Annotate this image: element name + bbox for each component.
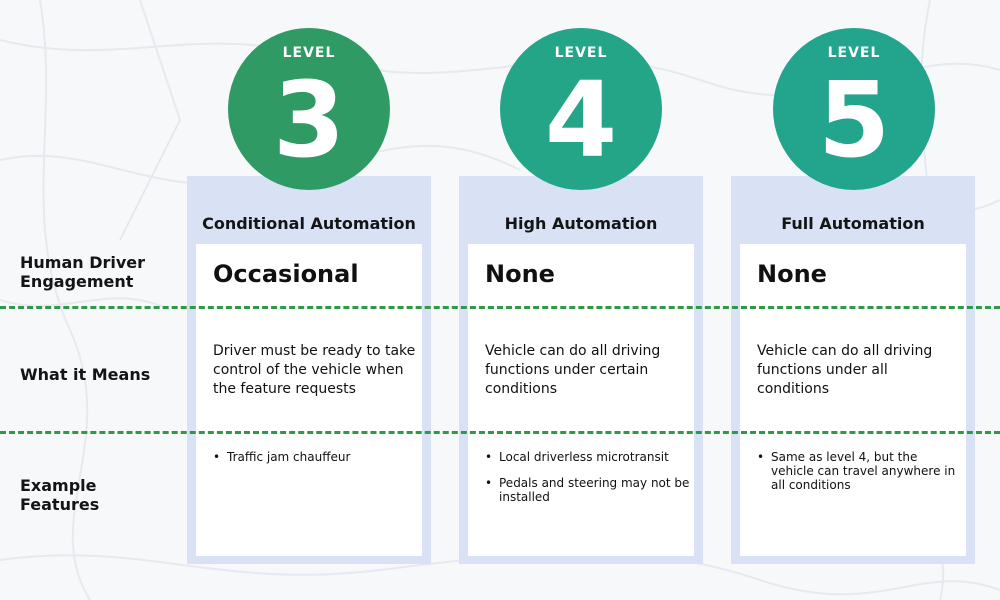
level-4-label: LEVEL xyxy=(554,45,608,61)
level-5-feature-list: • Same as level 4, but the vehicle can tr… xyxy=(757,450,962,504)
level-5-card-body: None Vehicle can do all driving function… xyxy=(740,244,966,556)
row-divider xyxy=(0,306,1000,309)
level-4-meaning: Vehicle can do all driving functions und… xyxy=(485,343,661,397)
row-divider xyxy=(0,431,1000,434)
level-3-number: 3 xyxy=(272,59,346,181)
bullet-icon: • xyxy=(485,476,493,490)
level-3-feature-list: • Traffic jam chauffeur xyxy=(213,450,418,476)
level-4-card: High Automation None Vehicle can do all … xyxy=(459,176,703,564)
feature-item: • Pedals and steering may not be installe… xyxy=(485,476,690,504)
level-5-label: LEVEL xyxy=(827,45,881,61)
feature-item: • Same as level 4, but the vehicle can tr… xyxy=(757,450,962,492)
level-3-engagement: Occasional xyxy=(213,260,359,288)
level-4-title: High Automation xyxy=(504,214,658,233)
level-3-label: LEVEL xyxy=(282,45,336,61)
level-3-card: Conditional Automation Occasional Driver… xyxy=(187,176,431,564)
level-5-engagement: None xyxy=(757,260,827,288)
level-5-badge: LEVEL 5 xyxy=(773,28,935,190)
level-5-number: 5 xyxy=(817,59,891,181)
bullet-icon: • xyxy=(757,450,765,464)
level-3-meaning: Driver must be ready to take control of … xyxy=(213,343,416,397)
row-label-features: Example Features xyxy=(20,476,100,514)
level-3-badge: LEVEL 3 xyxy=(228,28,390,190)
feature-text: Traffic jam chauffeur xyxy=(227,450,351,464)
feature-text: Same as level 4, but the vehicle can tra… xyxy=(771,450,956,492)
level-3-title: Conditional Automation xyxy=(202,214,416,233)
row-label-meaning: What it Means xyxy=(20,365,151,384)
bullet-icon: • xyxy=(213,450,221,464)
level-4-engagement: None xyxy=(485,260,555,288)
feature-text: Local driverless microtransit xyxy=(499,450,669,464)
bullet-icon: • xyxy=(485,450,493,464)
level-5-card: Full Automation None Vehicle can do all … xyxy=(731,176,975,564)
level-4-feature-list: • Local driverless microtransit • Pedals a… xyxy=(485,450,690,516)
feature-text: Pedals and steering may not be installed xyxy=(499,476,690,504)
level-5-title: Full Automation xyxy=(781,214,925,233)
level-4-number: 4 xyxy=(544,59,618,181)
level-4-card-body: None Vehicle can do all driving function… xyxy=(468,244,694,556)
level-5-meaning: Vehicle can do all driving functions und… xyxy=(757,343,933,397)
feature-item: • Local driverless microtransit xyxy=(485,450,690,464)
level-4-badge: LEVEL 4 xyxy=(500,28,662,190)
feature-item: • Traffic jam chauffeur xyxy=(213,450,418,464)
level-3-card-body: Occasional Driver must be ready to take … xyxy=(196,244,422,556)
row-label-engagement: Human Driver Engagement xyxy=(20,253,146,291)
